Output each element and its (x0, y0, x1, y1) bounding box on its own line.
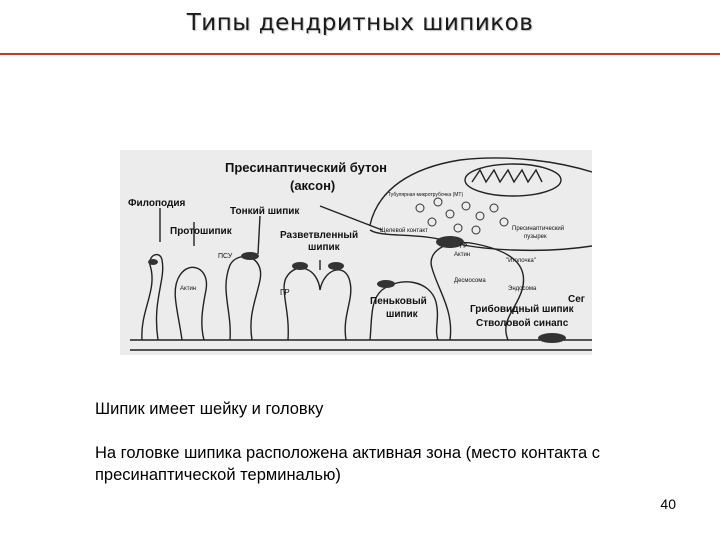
psd-branched-right (328, 262, 344, 270)
psd-mushroom (436, 236, 464, 248)
label-needle: "Иголочка" (506, 258, 536, 264)
label-filopodia: Филоподия (128, 198, 186, 209)
label-presyn-2: (аксон) (290, 178, 335, 193)
spines-diagram: Пресинаптический бутон (аксон) Тубулярна… (128, 157, 592, 351)
slide-number: 40 (660, 496, 676, 512)
label-branched-1: Разветвленный (280, 230, 358, 241)
dendritic-spines-figure: Пресинаптический бутон (аксон) Тубулярна… (120, 150, 592, 355)
label-endosome: Эндосома (508, 286, 537, 292)
label-mushroom: Грибовидный шипик (470, 303, 575, 315)
label-actin-small: Актин (180, 286, 196, 292)
label-proto: Протошипик (170, 226, 233, 237)
text-active-zone-1: На головке шипика расположена активная з… (95, 444, 601, 462)
mitochondrion-cristae (471, 168, 543, 184)
label-psd-small: ПСУ (218, 253, 233, 260)
label-tubular: Тубулярная микротрубочка (МТ) (388, 192, 463, 198)
label-desmosome: Десмосома (454, 278, 486, 284)
label-presyn-vesicle-1: Пресинаптический (512, 225, 564, 232)
label-gr2: ГР (460, 244, 467, 250)
slide-title: Типы дендритных шипиков (186, 10, 534, 36)
label-stubby-1: Пеньковый (370, 296, 427, 307)
label-stubby-2: шипик (386, 309, 419, 320)
stubby-spine-shape (369, 281, 439, 341)
label-slit: Щелевой контакт (380, 227, 428, 234)
shaft-synapse (538, 333, 566, 343)
mushroom-spine-shape (430, 241, 525, 341)
psd-branched-left (292, 262, 308, 270)
arrow-presyn (319, 205, 383, 231)
label-seg: Сег (568, 294, 585, 305)
label-presyn-1: Пресинаптический бутон (225, 160, 387, 175)
psd-filopodia (148, 259, 158, 265)
text-spine-structure: Шипик имеет шейку и головку (95, 400, 324, 418)
label-actin2: Актин (454, 252, 470, 258)
filopodia-shape (141, 253, 164, 341)
presynaptic-bouton-outline (369, 157, 592, 226)
psd-thin (241, 252, 259, 260)
protospine-shape (174, 266, 208, 341)
branched-spine-shape (283, 267, 352, 341)
thin-spine-shape (225, 255, 262, 341)
label-shaft: Стволовой синапс (476, 318, 569, 329)
label-thin: Тонкий шипик (230, 206, 300, 217)
psd-stubby (377, 280, 395, 288)
text-active-zone-2: пресинаптической терминалью) (95, 466, 341, 484)
arrow-thin (257, 215, 261, 255)
title-divider (0, 53, 720, 55)
mitochondrion (464, 163, 562, 197)
label-branched-2: шипик (308, 242, 341, 253)
label-presyn-vesicle-2: пузырек (524, 234, 547, 240)
label-gr-small: ГР (280, 288, 290, 297)
